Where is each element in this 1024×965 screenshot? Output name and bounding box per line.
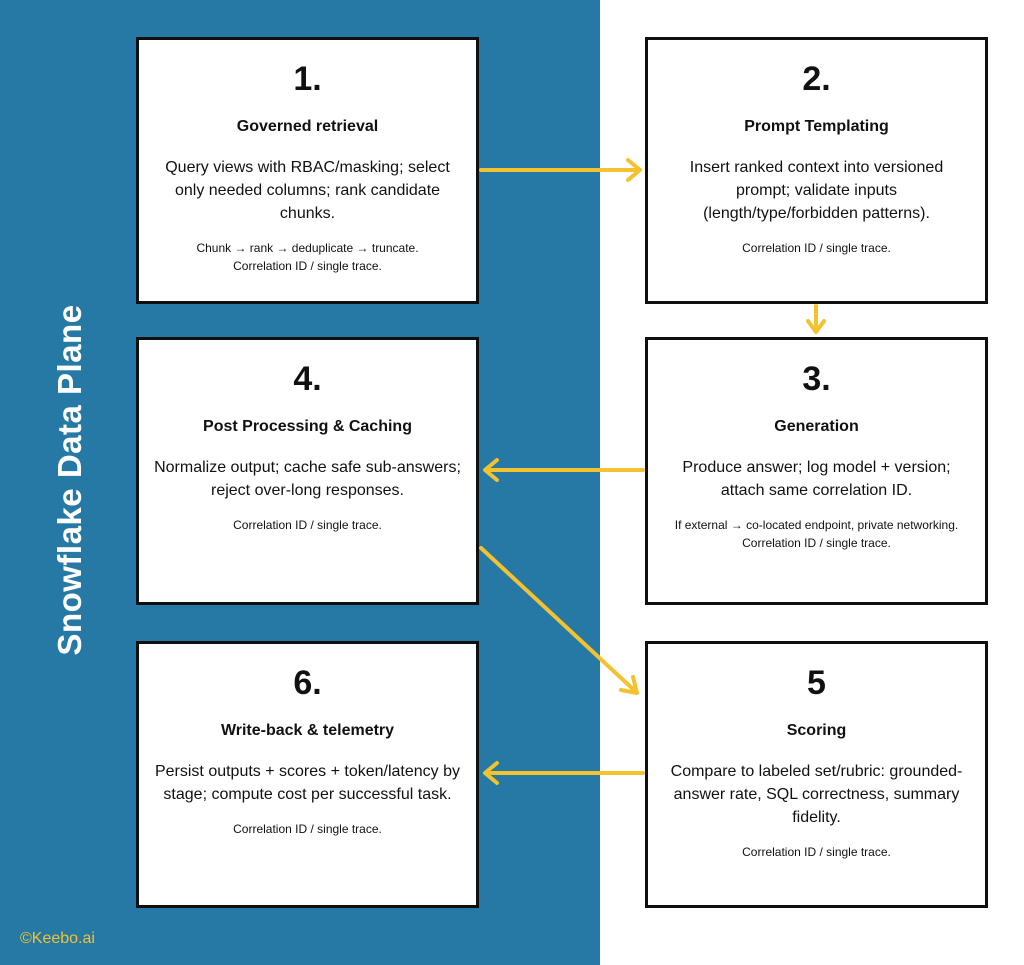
step-number: 4. [293, 360, 322, 398]
step-title: Post Processing & Caching [203, 418, 412, 435]
step-title: Scoring [786, 722, 847, 739]
step-note: Correlation ID / single trace. [233, 259, 382, 273]
step-note: If external → co-located endpoint, priva… [674, 518, 959, 532]
step-2-box: 2. Prompt Templating Insert ranked conte… [645, 37, 988, 304]
step-3-box: 3. Generation Produce answer; log model … [645, 337, 988, 605]
step-body: Produce answer; log model + version; att… [682, 459, 951, 499]
step-body: Query views with RBAC/masking; select on… [165, 159, 450, 222]
step-number: 5 [807, 664, 826, 702]
step-number: 6. [293, 664, 322, 702]
step-5-box: 5 Scoring Compare to labeled set/rubric:… [645, 641, 988, 908]
step-notes: Correlation ID / single trace. [662, 843, 971, 861]
step-number: 1. [293, 60, 322, 98]
step-notes: If external → co-located endpoint, priva… [662, 516, 971, 552]
copyright-text: ©Keebo.ai [20, 930, 95, 947]
step-4-box: 4. Post Processing & Caching Normalize o… [136, 337, 479, 605]
step-body: Compare to labeled set/rubric: grounded-… [670, 763, 963, 826]
step-note: Correlation ID / single trace. [742, 536, 891, 550]
step-body: Persist outputs + scores + token/latency… [154, 763, 461, 803]
step-1-box: 1. Governed retrieval Query views with R… [136, 37, 479, 304]
step-6-box: 6. Write-back & telemetry Persist output… [136, 641, 479, 908]
step-number: 3. [802, 360, 831, 398]
step-body: Insert ranked context into versioned pro… [689, 159, 944, 222]
step-notes: Chunk → rank → deduplicate → truncate. C… [153, 239, 462, 275]
step-notes: Correlation ID / single trace. [153, 516, 462, 534]
step-note: Correlation ID / single trace. [742, 241, 891, 255]
step-notes: Correlation ID / single trace. [153, 820, 462, 838]
step-note: Chunk → rank → deduplicate → truncate. [196, 241, 419, 255]
step-title: Governed retrieval [236, 118, 379, 135]
step-title: Generation [774, 418, 859, 435]
arrow-2-to-3 [806, 304, 826, 334]
step-note: Correlation ID / single trace. [233, 822, 382, 836]
step-notes: Correlation ID / single trace. [662, 239, 971, 257]
step-number: 2. [802, 60, 831, 98]
step-body: Normalize output; cache safe sub-answers… [154, 459, 461, 499]
step-note: Correlation ID / single trace. [233, 518, 382, 532]
step-title: Write-back & telemetry [220, 722, 395, 739]
panel-title: Snowflake Data Plane [51, 304, 88, 656]
step-title: Prompt Templating [744, 118, 889, 135]
step-note: Correlation ID / single trace. [742, 845, 891, 859]
